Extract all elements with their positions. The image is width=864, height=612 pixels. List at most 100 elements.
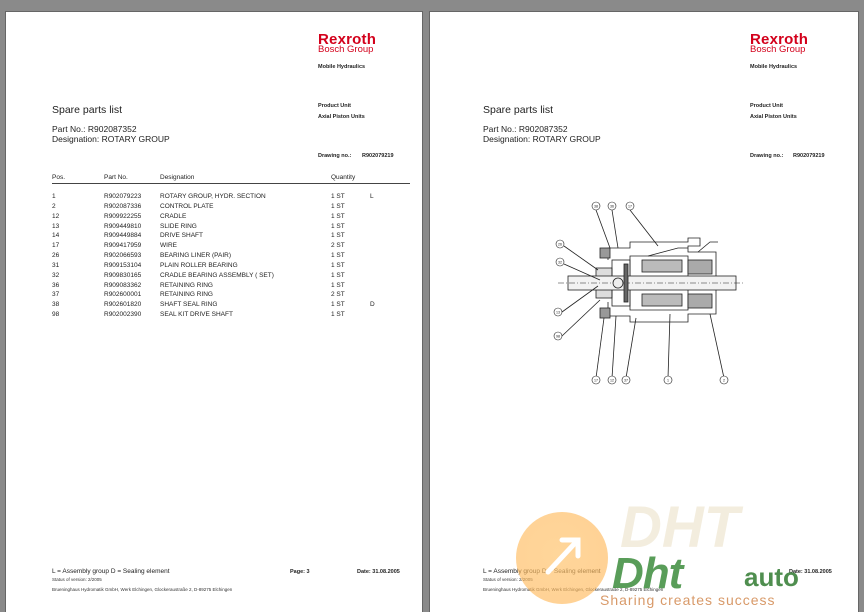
cell-designation: RETAINING RING [160,281,213,289]
page-title-p2: Spare parts list [483,104,554,116]
table-row: 98 R902002390 SEAL KIT DRIVE SHAFT 1 ST [52,310,382,320]
watermark-auto: auto [744,562,799,592]
part-number-p2: Part No.: R902087352 [483,124,568,134]
drawing-number-p2: R902079219 [793,153,825,159]
cell-designation: ROTARY GROUP, HYDR. SECTION [160,193,266,200]
cell-designation: SHAFT SEAL RING [160,301,218,309]
cell-flag: D [370,301,375,309]
cell-part-no: R902079223 [104,193,142,200]
date-p2: Date: 31.08.2005 [789,569,832,575]
designation: Designation: ROTARY GROUP [52,134,170,144]
cell-qty: 1 ST [331,261,345,269]
cell-designation: CRADLE BEARING ASSEMBLY ( SET) [160,271,274,279]
col-header-quantity: Quantity [331,174,356,181]
cell-qty: 1 ST [331,232,345,240]
part-number: Part No.: R902087352 [52,124,137,134]
cell-part-no: R909922255 [104,212,142,220]
cell-pos: 98 [52,311,60,319]
cell-qty: 2 ST [331,242,345,250]
cell-part-no: R909449810 [104,222,142,230]
callout-label: 36 [610,204,614,208]
table-row: 1 R902079223 ROTARY GROUP, HYDR. SECTION 1 … [52,192,382,202]
brand-name-p2: Rexroth [750,31,809,48]
callout-label: 12 [610,378,614,382]
callout-label: 1 [667,378,669,382]
cell-designation: WIRE [160,242,177,250]
cell-qty: 1 ST [331,202,345,210]
product-unit-value: Axial Piston Units [318,114,365,120]
drawing-number: R902079219 [362,153,394,159]
header-rule [52,183,410,184]
page-number: Page: 3 [290,569,310,575]
cell-qty: 1 ST [331,271,345,279]
cell-pos: 1 [52,193,56,200]
drawing-label: Drawing no.: [318,153,352,159]
brand-name: Rexroth [318,31,377,48]
cell-part-no: R909417959 [104,242,142,250]
cell-pos: 36 [52,281,60,289]
watermark-ghost-text: DHT [620,495,740,560]
callout-label: 38 [594,204,598,208]
division-label: Mobile Hydraulics [318,64,366,70]
cell-qty: 1 ST [331,193,345,200]
cell-designation: DRIVE SHAFT [160,232,203,240]
callout-label: 13 [556,310,560,314]
product-unit-value-p2: Axial Piston Units [750,114,797,120]
watermark-text: Dht [612,549,683,598]
designation-p2: Designation: ROTARY GROUP [483,134,601,144]
cell-designation: CRADLE [160,212,187,220]
cell-pos: 31 [52,261,60,269]
document-page-2: Rexroth Bosch Group Mobile Hydraulics Sp… [430,12,858,612]
cell-part-no: R902087336 [104,202,142,210]
cell-designation: SLIDE RING [160,222,197,230]
brand-sub: Bosch Group [318,44,374,55]
company-address: Brueninghaus Hydromatik GmbH, Werk Elchi… [52,587,233,592]
callout-label: 37 [624,378,628,382]
cell-pos: 37 [52,291,60,299]
cell-pos: 13 [52,222,60,230]
cell-designation: SEAL KIT DRIVE SHAFT [160,311,233,319]
table-row: 14 R909449884 DRIVE SHAFT 1 ST [52,231,382,241]
cell-qty: 1 ST [331,311,345,319]
legend: L = Assembly group D = Sealing element [52,568,170,575]
drawing-label-p2: Drawing no.: [750,153,784,159]
table-row: 31 R909153104 PLAIN ROLLER BEARING 1 ST [52,261,382,271]
cell-part-no: R902600001 [104,291,142,299]
cell-qty: 1 ST [331,252,345,260]
cell-part-no: R902601820 [104,301,142,309]
date: Date: 31.08.2005 [357,569,400,575]
cell-part-no: R902002390 [104,311,142,319]
cell-flag: L [370,193,374,200]
cell-pos: 32 [52,271,60,279]
cell-part-no: R909153104 [104,261,142,269]
cell-qty: 1 ST [331,212,345,220]
cell-pos: 17 [52,242,60,250]
cell-pos: 14 [52,232,60,240]
cell-designation: PLAIN ROLLER BEARING [160,261,238,269]
brand-sub-p2: Bosch Group [750,44,806,55]
col-header-designation: Designation [160,174,195,181]
cell-designation: RETAINING RING [160,291,213,299]
callout-label: 32 [558,260,562,264]
table-row: 17 R909417959 WIRE 2 ST [52,241,382,251]
status-version-p2: Status of version: 2/2005 [483,577,533,582]
document-page-1: Rexroth Bosch Group Mobile Hydraulics Sp… [6,12,422,612]
product-unit-label: Product Unit [318,103,351,109]
watermark-slogan: Sharing creates success [600,592,776,608]
cell-part-no: R909083362 [104,281,142,289]
col-header-part-no: Part No. [104,174,128,181]
cell-pos: 38 [52,301,60,309]
cell-designation: BEARING LINER (PAIR) [160,252,232,260]
cell-part-no: R902066593 [104,252,142,260]
cell-qty: 1 ST [331,281,345,289]
callout-label: 26 [558,242,562,246]
status-version: Status of version: 2/2005 [52,577,102,582]
cell-part-no: R909449884 [104,232,142,240]
callout-label: 17 [594,378,598,382]
